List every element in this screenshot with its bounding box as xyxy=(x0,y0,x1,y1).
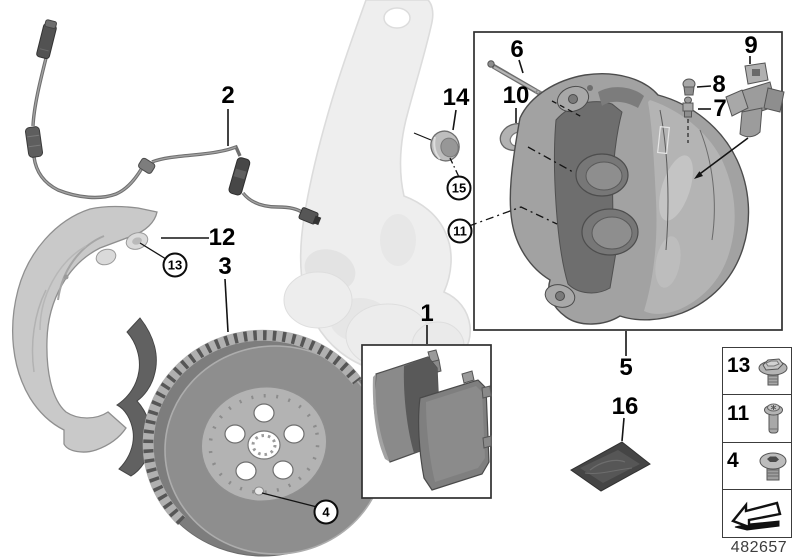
steering-knuckle xyxy=(283,0,471,376)
bleeder-valve xyxy=(682,96,694,118)
dust-cap xyxy=(430,130,460,162)
set-screw-hole xyxy=(254,486,264,496)
torx-screw-icon xyxy=(753,399,793,439)
callout-5[interactable]: 5 xyxy=(619,354,633,381)
legend-number-4: 4 xyxy=(727,449,739,473)
callout-13-circled[interactable]: 13 xyxy=(162,252,188,278)
grease-packet xyxy=(570,441,651,492)
socket-head-plug-icon xyxy=(753,446,793,486)
cable-clip xyxy=(138,157,156,174)
callout-12[interactable]: 12 xyxy=(208,224,236,251)
brake-caliper xyxy=(509,73,750,325)
hex-flange-bolt-icon xyxy=(753,351,793,391)
legend-number-13: 13 xyxy=(727,354,751,378)
callout-2[interactable]: 2 xyxy=(221,82,235,109)
callout-3[interactable]: 3 xyxy=(218,253,232,280)
anti-rattle-spring xyxy=(725,62,785,138)
fastener-legend: 13 11 4 xyxy=(722,347,793,539)
brake-disc xyxy=(142,329,386,557)
callout-9[interactable]: 9 xyxy=(744,32,758,59)
callout-4-circled[interactable]: 4 xyxy=(313,499,339,525)
legend-row-4[interactable]: 4 xyxy=(722,441,793,491)
callout-10[interactable]: 10 xyxy=(502,82,530,109)
callout-14[interactable]: 14 xyxy=(442,84,470,111)
callout-6[interactable]: 6 xyxy=(510,36,524,63)
legend-row-13[interactable]: 13 xyxy=(722,347,792,396)
callout-8[interactable]: 8 xyxy=(712,71,726,98)
callout-16[interactable]: 16 xyxy=(611,393,639,420)
callout-lines xyxy=(139,56,751,508)
legend-row-arrow xyxy=(722,489,792,539)
legend-number-11: 11 xyxy=(727,401,750,425)
bleeder-cap xyxy=(682,78,696,96)
callout-1[interactable]: 1 xyxy=(420,300,434,327)
callout-7[interactable]: 7 xyxy=(713,95,727,122)
brake-pad-wear-sensor xyxy=(24,19,322,226)
lug-holes xyxy=(224,403,305,481)
direction-of-travel-arrow-icon xyxy=(723,493,791,535)
callout-11-circled[interactable]: 11 xyxy=(447,218,473,244)
diagram-part-number: 482657 xyxy=(730,539,788,556)
brake-pads-set xyxy=(361,344,492,499)
caliper-pistons xyxy=(575,153,639,256)
legend-row-11[interactable]: 11 xyxy=(722,394,793,444)
dust-shield xyxy=(11,205,158,477)
callout-15-circled[interactable]: 15 xyxy=(446,175,472,201)
